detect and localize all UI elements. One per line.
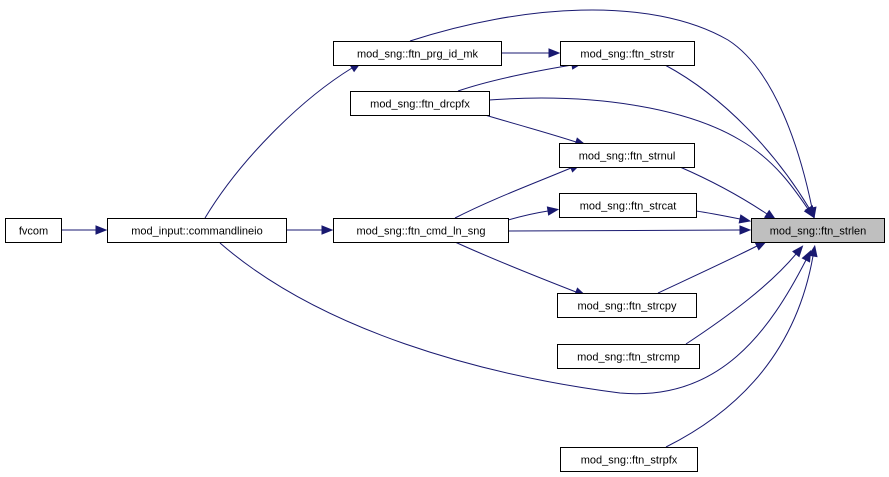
edge-ftn_strcpy-to-ftn_strlen [657,240,768,294]
node-ftn-drcpfx[interactable]: mod_sng::ftn_drcpfx [350,91,490,116]
node-label: mod_sng::ftn_strlen [770,226,867,238]
node-ftn-prg-id-mk[interactable]: mod_sng::ftn_prg_id_mk [333,41,502,66]
edge-line [507,229,741,232]
node-label: mod_sng::ftn_strcmp [577,352,680,364]
edge-line [219,242,807,395]
arrowhead [792,245,804,258]
edge-ftn_cmd_ln_sng-to-ftn_strlen [507,225,752,235]
edge-line [409,9,813,209]
edges-layer [61,9,818,448]
edge-ftn_prg_id_mk-to-ftn_strstr [501,48,561,58]
edge-line [457,64,573,92]
arrowhead [738,214,752,224]
node-label: fvcom [19,226,48,238]
edge-ftn_strstr-to-ftn_strlen [664,64,815,218]
node-label: mod_sng::ftn_strnul [579,151,676,163]
node-box [560,41,695,66]
edge-commandlineio-to-ftn_cmd_ln_sng [286,225,334,235]
node-box [560,447,698,472]
node-box [559,143,695,168]
node-label: mod_sng::ftn_strcpy [577,301,677,313]
edge-commandlineio-to-ftn_strlen [219,242,812,395]
node-box [557,293,697,318]
node-label: mod_sng::ftn_cmd_ln_sng [356,226,485,238]
edge-line [679,166,768,215]
node-ftn-strstr[interactable]: mod_sng::ftn_strstr [560,41,695,66]
edge-line [488,97,809,210]
edge-ftn_strcmp-to-ftn_strlen [685,245,804,345]
arrowhead [321,225,334,235]
edge-line [454,167,572,219]
edge-ftn_cmd_ln_sng-to-ftn_strcat [507,206,560,221]
node-box [557,344,700,369]
node-ftn-strcmp[interactable]: mod_sng::ftn_strcmp [557,344,700,369]
node-label: mod_sng::ftn_strpfx [581,455,678,467]
edge-line [695,210,741,220]
arrowhead [739,225,752,235]
arrowhead [548,48,561,58]
node-box [559,193,697,218]
edge-ftn_strcat-to-ftn_strlen [695,210,752,224]
node-ftn-cmd-ln-sng[interactable]: mod_sng::ftn_cmd_ln_sng [333,218,509,243]
arrowhead [804,205,815,218]
node-commandlineio[interactable]: mod_input::commandlineio [107,218,287,243]
edge-ftn_strpfx-to-ftn_strlen [665,244,818,448]
node-ftn-strcpy[interactable]: mod_sng::ftn_strcpy [557,293,697,318]
edge-line [484,114,577,143]
node-label: mod_sng::ftn_strstr [580,49,674,61]
edge-fvcom-to-commandlineio [61,225,108,235]
node-box [107,218,287,243]
edge-line [507,210,549,221]
node-fvcom[interactable]: fvcom [5,218,62,243]
arrowhead [95,225,108,235]
arrowhead [546,206,560,216]
node-label: mod_input::commandlineio [131,226,262,238]
node-box [5,218,62,243]
node-ftn-strnul[interactable]: mod_sng::ftn_strnul [559,143,695,168]
node-ftn-strcat[interactable]: mod_sng::ftn_strcat [559,193,697,218]
node-box [350,91,490,116]
edge-line [664,64,810,209]
arrowhead [808,244,818,258]
node-label: mod_sng::ftn_strcat [580,201,677,213]
arrowhead [801,249,812,263]
edge-line [454,241,577,293]
edge-ftn_drcpfx-to-ftn_strnul [484,114,587,147]
node-ftn-strlen[interactable]: mod_sng::ftn_strlen [751,218,885,243]
node-box [333,41,502,66]
edge-line [204,67,353,219]
edge-line [657,245,758,294]
edge-line [685,253,797,345]
edge-line [665,255,814,448]
node-ftn-strpfx[interactable]: mod_sng::ftn_strpfx [560,447,698,472]
edge-commandlineio-to-ftn_prg_id_mk [204,62,362,219]
node-box [751,218,885,243]
edge-ftn_cmd_ln_sng-to-ftn_strcpy [454,241,587,297]
node-label: mod_sng::ftn_prg_id_mk [357,49,479,61]
node-box [333,218,509,243]
node-label: mod_sng::ftn_drcpfx [370,99,470,111]
